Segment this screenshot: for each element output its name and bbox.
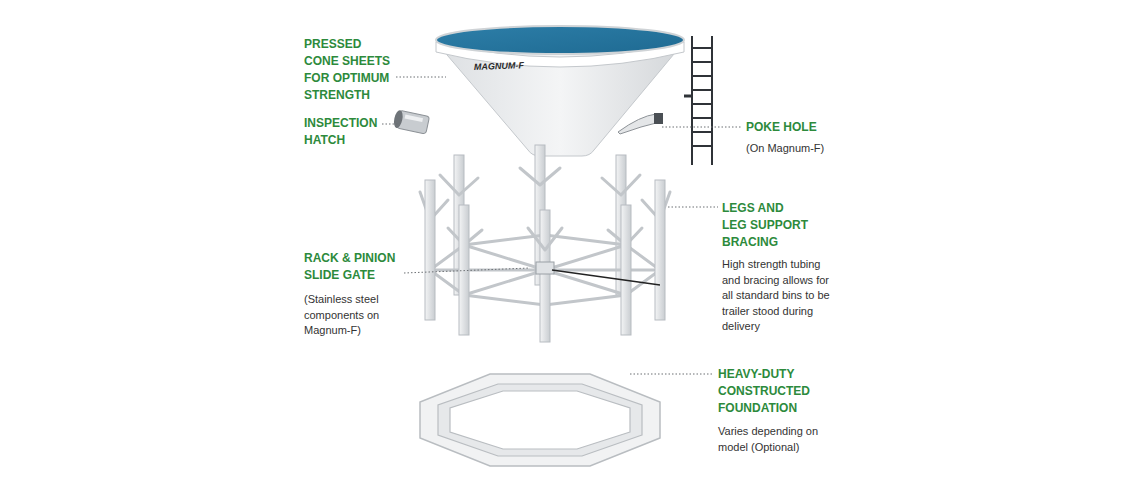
callout-heading: RACK & PINION SLIDE GATE (304, 250, 404, 284)
callout-heading: INSPECTION HATCH (304, 115, 390, 149)
callout-note: Varies depending on model (Optional) (718, 424, 834, 455)
brand-mark: MAGNUM-F (474, 60, 534, 72)
callout-note: (Stainless steel components on Magnum-F) (304, 292, 386, 339)
callout-heading: PRESSED CONE SHEETS FOR OPTIMUM STRENGTH (304, 36, 396, 104)
callout-heading: HEAVY-DUTY CONSTRUCTED FOUNDATION (718, 366, 818, 417)
callout-heading: POKE HOLE (746, 119, 856, 136)
callout-note: (On Magnum-F) (746, 141, 856, 157)
callout-note: High strength tubing and bracing allows … (722, 257, 834, 335)
callout-heading: LEGS AND LEG SUPPORT BRACING (722, 200, 810, 251)
